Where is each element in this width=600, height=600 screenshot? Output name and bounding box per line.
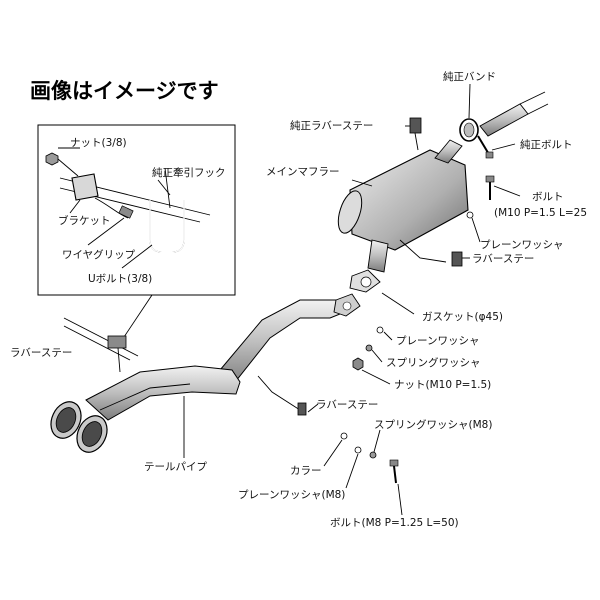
hanger-rod-lower [257, 375, 301, 411]
nut-m10-part [352, 357, 364, 371]
m8-bolt-part [389, 459, 399, 484]
label-plain-washer-mid: プレーンワッシャ [396, 335, 479, 347]
inset-callout-line [121, 294, 153, 341]
m10-bolt-part [485, 175, 495, 200]
plain-washer-mid-part [376, 326, 384, 334]
label-bolt-m8: ボルト(M8 P=1.25 L=50) [330, 517, 459, 529]
nut-part [45, 152, 79, 177]
label-plain-washer-top: プレーンワッシャ [480, 239, 563, 251]
mid-pipe [214, 299, 351, 387]
left-rubber-stay-part [63, 317, 139, 373]
label-tail-pipe: テールパイプ [144, 461, 207, 473]
label-rubber-stay-lower: ラバーステー [316, 399, 378, 411]
label-collar: カラー [290, 465, 322, 477]
label-oem-band: 純正バンド [443, 70, 496, 83]
label-wire-grip: ワイヤグリップ [62, 248, 136, 261]
label-spring-washer-m8: スプリングワッシャ(M8) [374, 418, 492, 431]
plain-washer-top-part [466, 211, 474, 219]
plain-washer-m8-part [354, 446, 362, 454]
label-bolt-m10: ボルト [532, 191, 564, 203]
gasket-part [349, 269, 381, 293]
label-main-muffler: メインマフラー [266, 166, 340, 178]
tail-pipe [85, 365, 241, 421]
label-rubber-stay-left: ラバーステー [10, 347, 72, 359]
right-rubber-stay-part [451, 251, 463, 267]
lower-rubber-stay-part [297, 402, 307, 416]
pipe-flange [333, 293, 361, 317]
label-nut-m10: ナット(M10 P=1.5) [394, 379, 491, 391]
label-plain-washer-m8: プレーンワッシャ(M8) [238, 489, 345, 501]
label-bolt-m10-spec: (M10 P=1.5 L=25 [494, 207, 587, 219]
inset-detail: ナット(3/8) 純正牽引フック ブラケット ワイヤグリップ Uボルト(3/8) [37, 124, 236, 296]
spring-washer-mid-part [365, 344, 373, 352]
collar-part [340, 432, 348, 440]
label-spring-washer-mid: スプリングワッシャ [386, 356, 481, 369]
label-oem-rubber-stay: 純正ラバーステー [290, 119, 373, 132]
tow-hook-part [164, 167, 171, 209]
oem-bolt-part [477, 135, 494, 159]
main-muffler-part [337, 139, 469, 273]
oem-rubber-stay-part [409, 117, 422, 151]
oem-pipe [479, 91, 549, 137]
bracket-part [71, 173, 99, 201]
spring-washer-m8-part [369, 451, 377, 459]
label-tow-hook: 純正牽引フック [152, 166, 226, 179]
page-title: 画像はイメージです [30, 79, 219, 103]
label-rubber-stay-right: ラバーステー [472, 253, 534, 265]
leader-lines [183, 83, 521, 516]
label-oem-bolt: 純正ボルト [520, 138, 573, 151]
wire-grip-part [94, 197, 129, 219]
label-nut-3-8: ナット(3/8) [70, 137, 127, 149]
label-bracket: ブラケット [58, 214, 111, 227]
label-gasket: ガスケット(φ45) [422, 311, 503, 323]
label-u-bolt: Uボルト(3/8) [88, 273, 152, 285]
tail-tips [50, 401, 108, 453]
oem-band-part [459, 118, 479, 142]
